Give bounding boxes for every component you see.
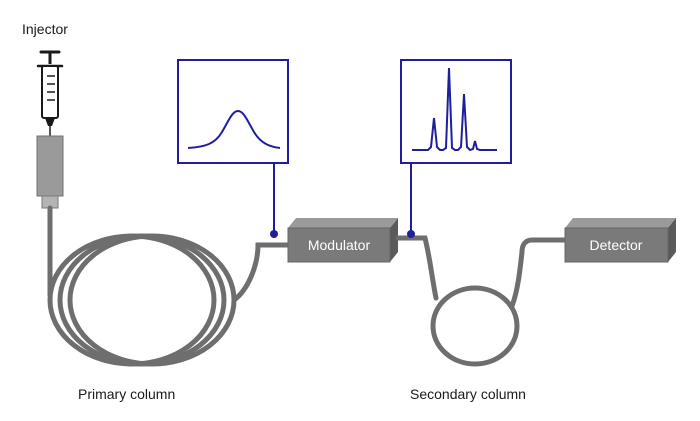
primary-column bbox=[47, 205, 291, 367]
detector-label: Detector bbox=[590, 237, 643, 253]
secondary-column bbox=[395, 235, 568, 367]
primary-column-label: Primary column bbox=[78, 386, 175, 402]
modulator-box bbox=[287, 218, 398, 263]
secondary-column-label: Secondary column bbox=[410, 386, 526, 402]
injector-label: Injector bbox=[22, 21, 68, 37]
multi-peak-trace bbox=[412, 67, 497, 152]
secondary-chromatogram-panel bbox=[400, 59, 512, 238]
primary-chromatogram-panel bbox=[177, 59, 289, 238]
injector-port bbox=[36, 135, 64, 209]
modulator-label: Modulator bbox=[308, 237, 371, 253]
syringe-icon bbox=[36, 50, 64, 136]
gaussian-peak-trace bbox=[187, 109, 281, 149]
detector-box bbox=[564, 218, 676, 263]
